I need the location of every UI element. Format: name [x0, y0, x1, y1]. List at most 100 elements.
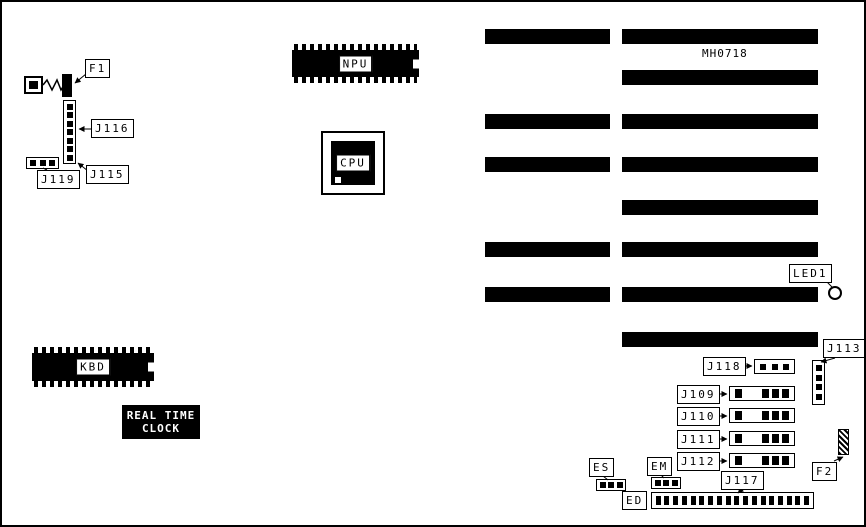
fuse-f1-terminal [24, 76, 43, 94]
connector-pin [815, 384, 822, 391]
connector-pin [735, 434, 742, 443]
npu-notch [413, 59, 420, 68]
expansion-slot-connector [622, 157, 818, 172]
fuse-f1-terminal-core [29, 81, 38, 89]
jumper-j119 [26, 157, 59, 169]
connector-pin [762, 411, 769, 420]
callout-j118: J118 [703, 357, 746, 376]
connector-pin [608, 482, 614, 488]
connector-pin [786, 496, 792, 505]
callout-j116: J116 [91, 119, 134, 138]
connector-pin [735, 389, 742, 398]
npu-label: NPU [338, 55, 373, 72]
connector-pin [673, 496, 679, 505]
connector-pin [782, 389, 789, 398]
callout-j111: J111 [677, 430, 720, 449]
connector-pin [66, 120, 73, 127]
connector-pin [599, 482, 606, 488]
connector-pin [664, 496, 670, 505]
connector-pin [66, 129, 73, 135]
callout-j113: J113 [823, 339, 864, 358]
board-part-number: MH0718 [702, 47, 748, 60]
connector-pin [815, 364, 822, 371]
callout-es: ES [589, 458, 615, 477]
connector-pin [795, 496, 801, 505]
connector-pin [30, 160, 37, 166]
rtc-label-line2: CLOCK [141, 422, 181, 435]
kbd-chip: KBD [32, 347, 155, 387]
expansion-slot-connector [622, 114, 818, 129]
kbd-notch [148, 362, 155, 372]
callout-j112: J112 [677, 452, 720, 471]
connector-pin [66, 112, 73, 118]
jumper-j113 [812, 360, 825, 405]
cpu-label: CPU [336, 154, 370, 172]
connector-pin [751, 496, 757, 505]
connector-pin [772, 411, 779, 420]
connector-pin [771, 363, 778, 370]
connector-pin [663, 480, 669, 486]
connector-pin [708, 496, 714, 505]
expansion-slot-connector [485, 287, 610, 302]
rtc-label-line1: REAL TIME [126, 409, 196, 422]
connector-pin [655, 496, 661, 505]
expansion-slot-connector [622, 200, 818, 215]
kbd-label: KBD [76, 358, 110, 376]
jumper-j117 [651, 492, 814, 509]
expansion-slot-connector [485, 242, 610, 257]
connector-pin [760, 496, 766, 505]
rtc-chip: REAL TIME CLOCK [122, 405, 200, 439]
connector-pin [782, 456, 789, 465]
connector-pin [66, 146, 73, 152]
callout-j117: J117 [721, 471, 764, 490]
connector-pin [762, 456, 769, 465]
callout-j119: J119 [37, 170, 80, 189]
connector-pin [778, 496, 784, 505]
cpu-pin1-marker [335, 177, 341, 183]
connector-pin [815, 374, 822, 381]
jumper-j112 [729, 453, 795, 468]
connector-pin [782, 411, 789, 420]
leader-line [833, 456, 844, 462]
jumper-es [596, 479, 626, 491]
jumper-j110 [729, 408, 795, 423]
npu-chip: NPU [292, 44, 420, 83]
jumper-pin-group [762, 411, 789, 420]
jumper-j118 [754, 359, 795, 374]
callout-led1: LED1 [789, 264, 832, 283]
connector-pin [671, 480, 678, 486]
connector-pin [734, 496, 740, 505]
connector-pin [654, 480, 661, 486]
connector-pin [782, 434, 789, 443]
jumper-j109 [729, 386, 795, 401]
expansion-slot-connector [622, 29, 818, 44]
callout-f1: F1 [85, 59, 111, 78]
fuse-f1-body [62, 74, 72, 97]
expansion-slot-connector [622, 287, 818, 302]
connector-pin [772, 456, 779, 465]
connector-pin [760, 363, 767, 370]
connector-pin [815, 394, 822, 401]
callout-j109: J109 [677, 385, 720, 404]
connector-pin [66, 137, 73, 144]
connector-pin [735, 411, 742, 420]
connector-pin [762, 389, 769, 398]
connector-pin [743, 496, 749, 505]
jumper-pin-group [735, 389, 742, 398]
connector-pin [690, 496, 696, 505]
connector-pin [772, 434, 779, 443]
cpu-socket: CPU [321, 131, 385, 195]
connector-pin [735, 456, 742, 465]
callout-em: EM [647, 457, 673, 476]
jumper-j111 [729, 431, 795, 446]
callout-j110: J110 [677, 407, 720, 426]
connector-pin [804, 496, 810, 505]
callout-ed: ED [622, 491, 648, 510]
connector-pin [782, 363, 789, 370]
connector-pin [762, 434, 769, 443]
fuse-f1-wire [42, 78, 65, 92]
connector-pin [616, 482, 623, 488]
connector-pin [681, 496, 687, 505]
expansion-slot-connector [622, 332, 818, 347]
